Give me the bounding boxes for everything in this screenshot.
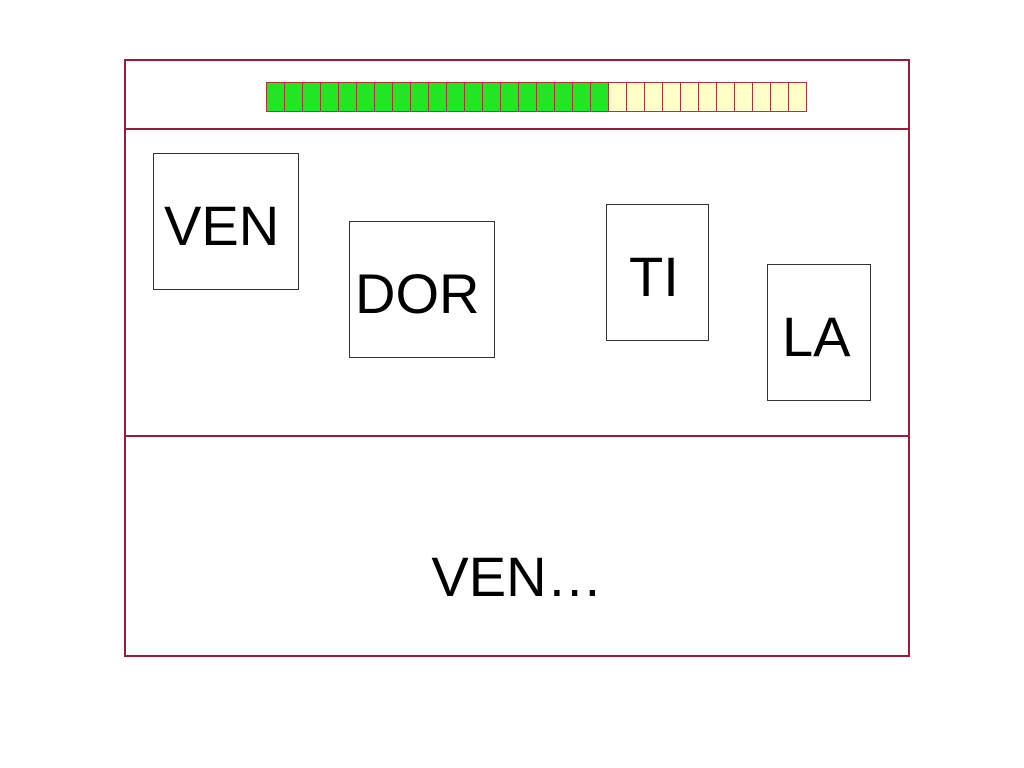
progress-segment-filled bbox=[375, 82, 393, 112]
syllable-card-1[interactable]: VEN bbox=[153, 153, 299, 290]
progress-segment-empty bbox=[627, 82, 645, 112]
progress-segment-empty bbox=[735, 82, 753, 112]
syllable-label: VEN bbox=[164, 194, 280, 257]
progress-segment-empty bbox=[789, 82, 807, 112]
progress-segment-filled bbox=[591, 82, 609, 112]
progress-segment-filled bbox=[339, 82, 357, 112]
progress-segment-empty bbox=[753, 82, 771, 112]
progress-segment-empty bbox=[717, 82, 735, 112]
progress-segment-filled bbox=[285, 82, 303, 112]
progress-bar bbox=[266, 82, 807, 112]
progress-divider bbox=[126, 128, 908, 130]
progress-segment-empty bbox=[681, 82, 699, 112]
syllable-label: DOR bbox=[355, 262, 480, 325]
progress-segment-filled bbox=[483, 82, 501, 112]
progress-segment-filled bbox=[357, 82, 375, 112]
progress-segment-filled bbox=[501, 82, 519, 112]
progress-segment-filled bbox=[465, 82, 483, 112]
progress-segment-filled bbox=[411, 82, 429, 112]
progress-segment-filled bbox=[393, 82, 411, 112]
syllable-card-2[interactable]: DOR bbox=[349, 221, 495, 358]
progress-segment-filled bbox=[519, 82, 537, 112]
answer-text: VEN… bbox=[431, 544, 603, 608]
progress-segment-empty bbox=[645, 82, 663, 112]
answer-area: VEN… bbox=[124, 435, 910, 657]
syllable-label: TI bbox=[629, 245, 679, 308]
game-frame bbox=[124, 59, 910, 657]
progress-segment-filled bbox=[555, 82, 573, 112]
progress-segment-empty bbox=[609, 82, 627, 112]
progress-segment-filled bbox=[537, 82, 555, 112]
progress-segment-empty bbox=[699, 82, 717, 112]
progress-segment-filled bbox=[303, 82, 321, 112]
progress-segment-filled bbox=[447, 82, 465, 112]
progress-segment-empty bbox=[771, 82, 789, 112]
answer-divider bbox=[126, 435, 908, 437]
progress-segment-filled bbox=[321, 82, 339, 112]
syllable-label: LA bbox=[782, 305, 851, 368]
progress-segment-empty bbox=[663, 82, 681, 112]
syllable-card-4[interactable]: LA bbox=[767, 264, 871, 401]
progress-segment-filled bbox=[267, 82, 285, 112]
syllable-card-3[interactable]: TI bbox=[606, 204, 709, 341]
progress-segment-filled bbox=[573, 82, 591, 112]
progress-segment-filled bbox=[429, 82, 447, 112]
